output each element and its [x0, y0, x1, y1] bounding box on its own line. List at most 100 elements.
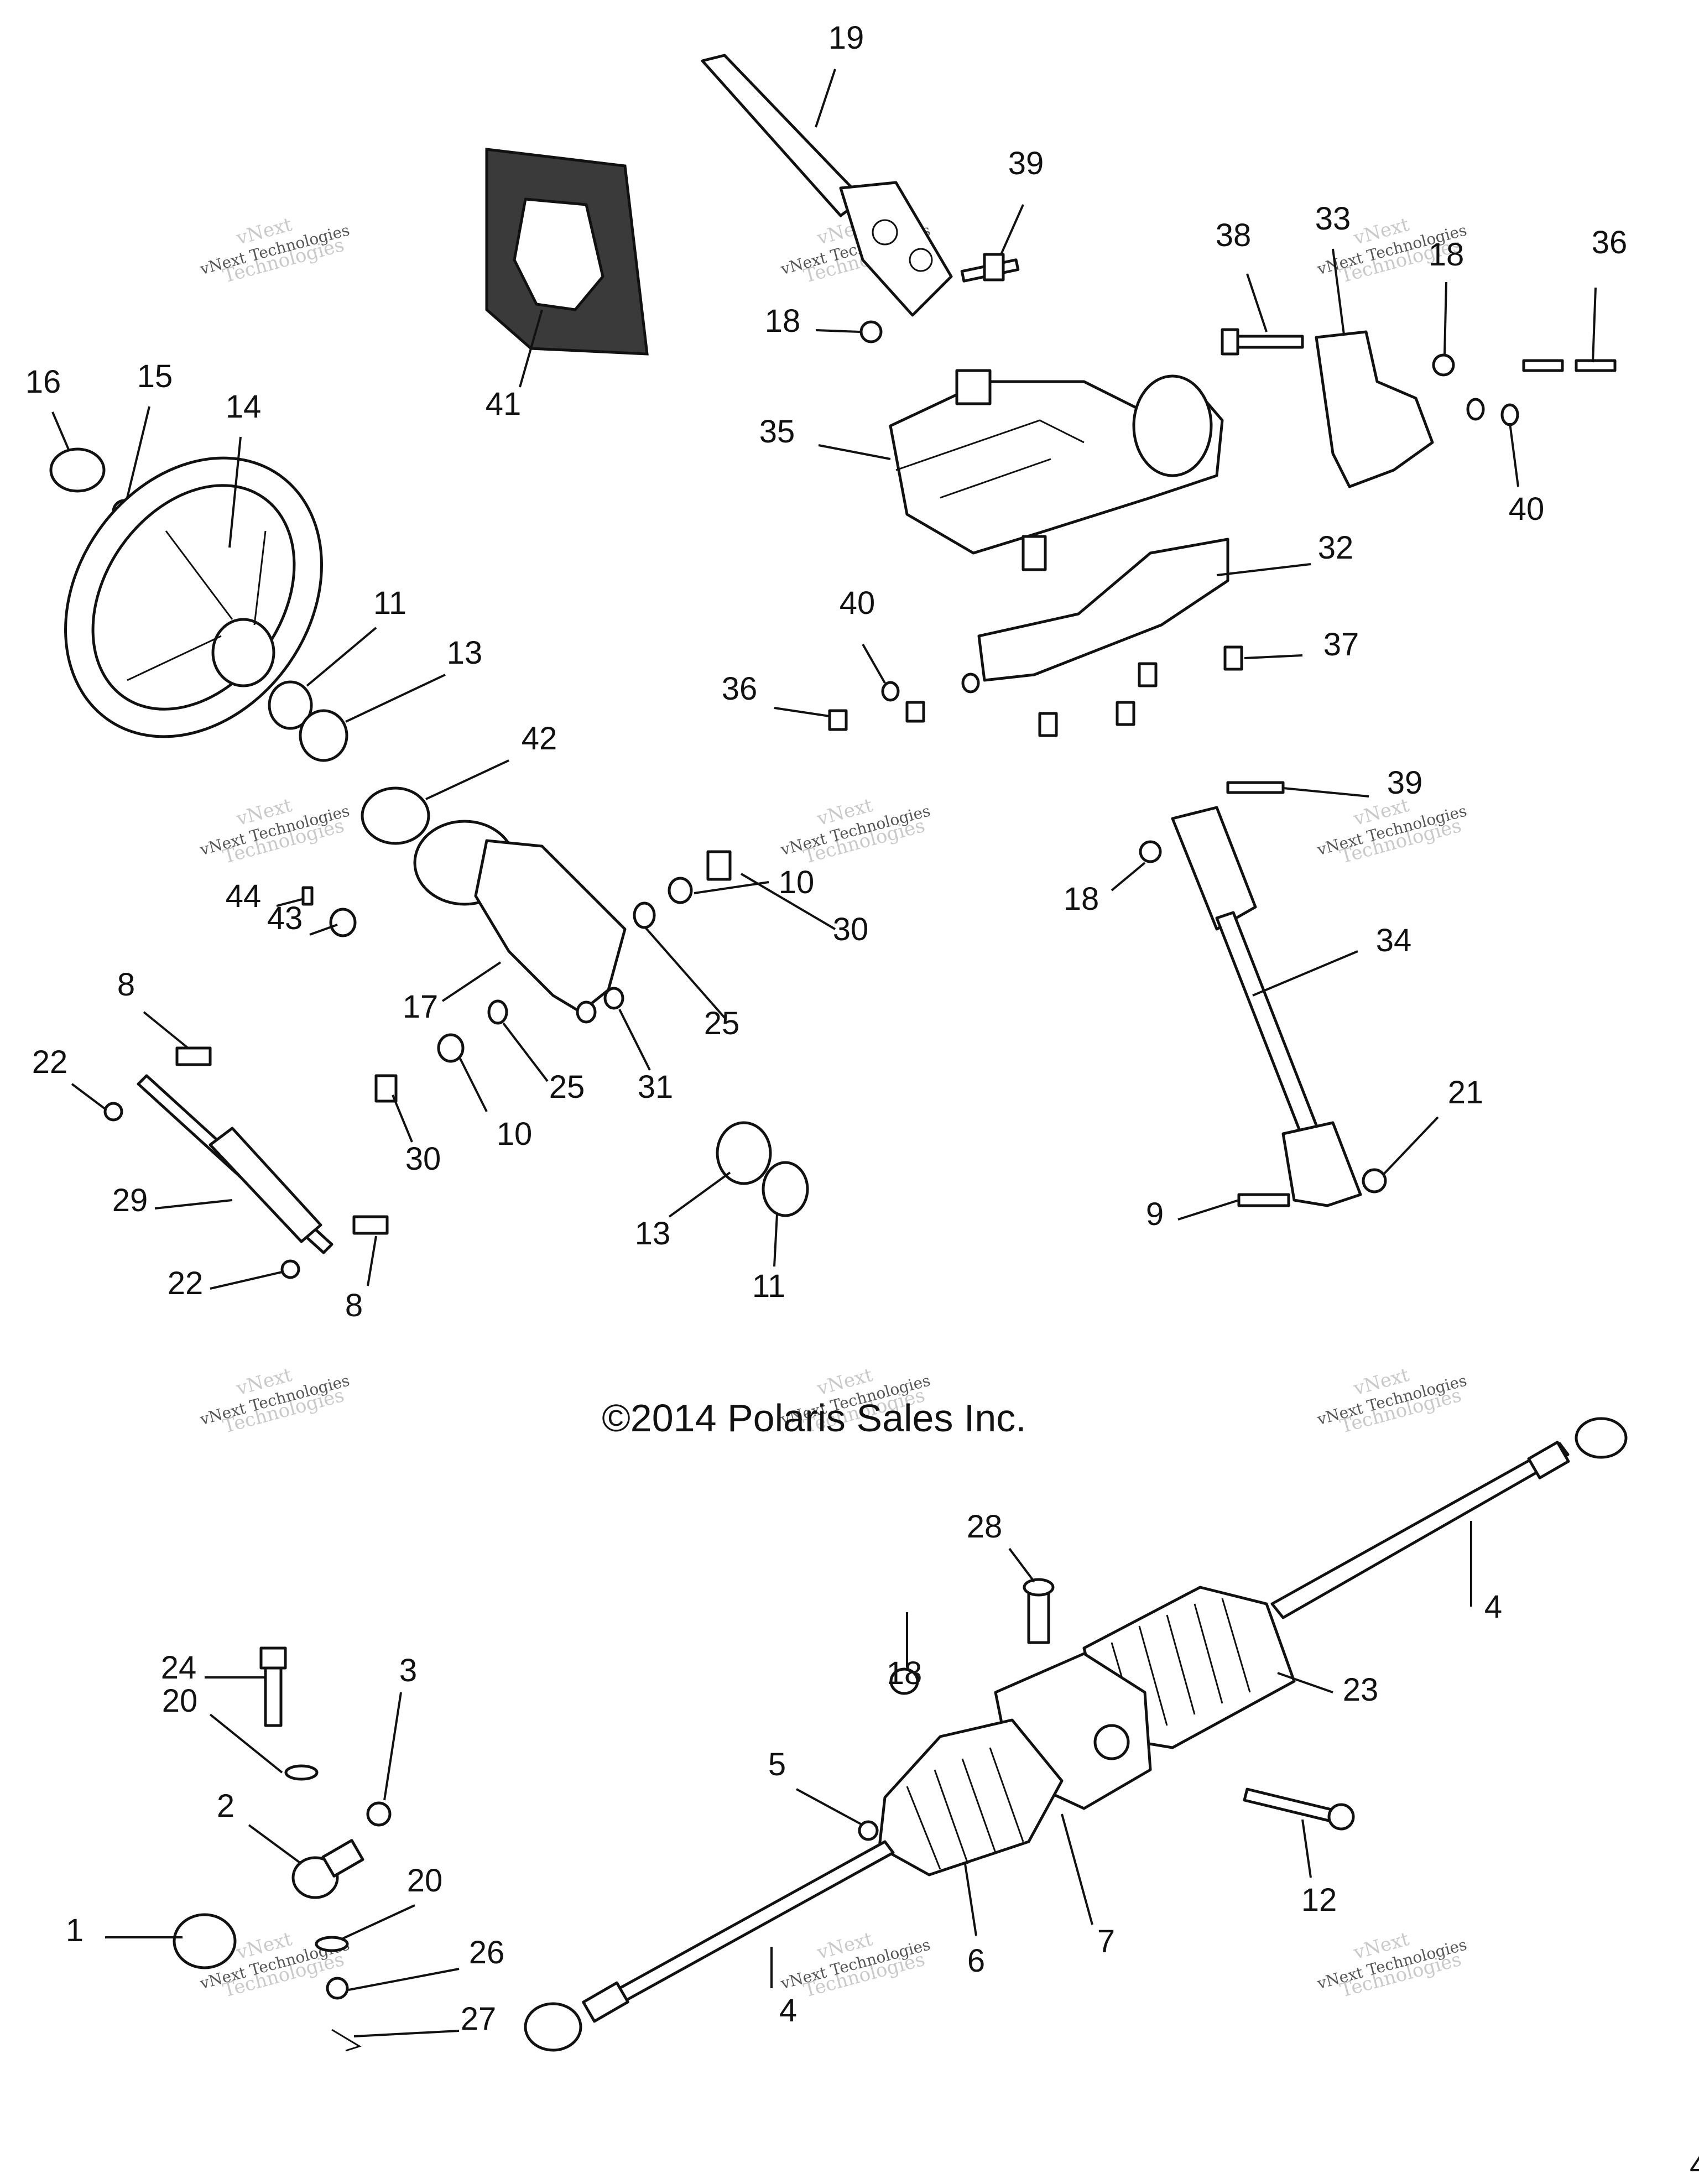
callout-number: 6: [967, 1943, 985, 1979]
callout-number: 1: [66, 1912, 84, 1948]
leader-line: [458, 1056, 488, 1112]
callout-number: 4: [1484, 1589, 1502, 1625]
leader-line: [209, 1713, 283, 1774]
callout-number: 18: [887, 1655, 923, 1691]
callout-number: 15: [137, 358, 173, 394]
callout-number: 21: [1448, 1075, 1484, 1111]
leader-line: [815, 69, 836, 128]
callout-number: 44: [226, 878, 262, 914]
callout-number: 13: [635, 1216, 671, 1252]
part-9-bolt-icon: [1237, 1193, 1290, 1207]
part-29-gas-strut-icon: [137, 1074, 333, 1254]
callout-labels: 1234456788910101111121313141516171818181…: [25, 20, 1628, 2037]
callout-number: 7: [1097, 1924, 1115, 1959]
leader-line: [1509, 423, 1519, 487]
part-37-bolts-icon: [1038, 645, 1243, 737]
callout-number: 14: [226, 389, 262, 425]
part-5-clamp-icon: [858, 1820, 879, 1841]
part-19-upper-shaft-icon: [701, 54, 953, 317]
callout-number: 24: [161, 1650, 197, 1686]
callout-number: 19: [828, 20, 864, 56]
callout-number: 30: [405, 1141, 441, 1177]
leader-line: [348, 1968, 460, 1991]
leader-line: [502, 1022, 549, 1082]
callout-number: 16: [25, 364, 61, 400]
leader-line: [1061, 1813, 1093, 1925]
callout-number: 41: [486, 386, 522, 422]
leader-line: [1252, 950, 1358, 997]
callout-number: 29: [112, 1182, 148, 1218]
copyright-text: ©2014 Polaris Sales Inc.: [602, 1396, 1026, 1440]
part-8-pin-top-icon: [175, 1046, 212, 1066]
leader-line: [248, 1824, 303, 1865]
leader-line: [1382, 1116, 1439, 1176]
leader-line: [818, 444, 891, 460]
callout-number: 33: [1315, 201, 1351, 237]
leader-line: [306, 627, 377, 687]
callout-number: 38: [1216, 217, 1252, 253]
callout-number: 13: [447, 635, 483, 671]
part-3-nut-icon: [366, 1801, 392, 1827]
callout-number: 22: [168, 1265, 204, 1301]
part-17-column-mount-icon: [413, 820, 627, 1014]
leader-line: [342, 1904, 415, 1940]
part-35-eps-unit-icon: [889, 369, 1224, 571]
callout-number: 43: [267, 900, 303, 936]
callout-number: 9: [1146, 1196, 1164, 1232]
callout-number: 27: [461, 2001, 497, 2037]
corner-text: 4: [1690, 2147, 1699, 2183]
part-18-nut-right-icon: [1432, 353, 1455, 377]
callout-number: 37: [1323, 627, 1359, 663]
leader-line: [353, 2030, 460, 2037]
callout-number: 25: [549, 1069, 585, 1105]
callout-number: 11: [752, 1268, 785, 1304]
callout-number: 25: [704, 1005, 740, 1041]
callout-number: 23: [1343, 1672, 1379, 1708]
callout-number: 28: [967, 1509, 1003, 1545]
part-2-ball-joint-icon: [291, 1839, 364, 1899]
part-39-bolt-mid-icon: [1226, 781, 1285, 794]
callout-number: 40: [1509, 491, 1545, 527]
part-22-nut-top-icon: [103, 1102, 123, 1122]
callout-number: 17: [403, 989, 439, 1025]
callout-number: 18: [765, 303, 801, 339]
part-14-steering-wheel-icon: [64, 456, 323, 738]
leader-line: [740, 873, 836, 930]
part-13-bearing-icon: [299, 709, 348, 762]
part-6-boot-left-icon: [878, 1718, 1064, 1877]
callout-number: 31: [638, 1069, 674, 1105]
leader-line: [774, 707, 830, 717]
part-24-bolt-icon: [259, 1646, 287, 1727]
callout-number: 39: [1387, 765, 1423, 801]
leader-line: [345, 674, 446, 723]
part-18-nut-icon: [859, 320, 883, 343]
part-11-bearing-icon: [268, 680, 313, 730]
part-4-tie-rod-left-icon: [524, 1840, 895, 2052]
callout-number: 10: [497, 1116, 533, 1152]
part-20-washer-bottom-icon: [315, 1936, 349, 1952]
part-11-bearing-lower-icon: [762, 1161, 809, 1217]
part-20-washer-top-icon: [284, 1764, 319, 1781]
part-18-washer-rack-icon: [889, 1667, 919, 1695]
callout-number: 40: [840, 585, 875, 621]
part-40-36-small-icon: [828, 673, 980, 731]
callout-number: 4: [779, 1993, 797, 2029]
part-43-clip-icon: [329, 908, 357, 937]
leader-line: [815, 329, 861, 333]
callout-number: 2: [217, 1788, 234, 1824]
callout-number: 22: [32, 1044, 68, 1080]
callout-number: 32: [1318, 530, 1354, 566]
part-18-nut-mid-icon: [1139, 840, 1162, 863]
parts-layer: [49, 54, 1628, 2052]
leader-line: [425, 759, 509, 800]
callout-number: 34: [1376, 922, 1412, 958]
leader-line: [383, 1692, 402, 1801]
leader-line: [1111, 862, 1146, 892]
callout-number: 11: [373, 585, 406, 621]
part-34-intermediate-shaft-icon: [1171, 806, 1362, 1207]
